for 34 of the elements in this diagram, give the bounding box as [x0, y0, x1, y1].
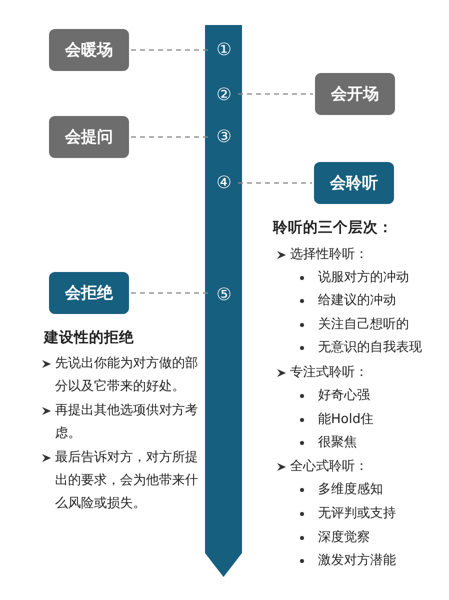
- dashed-connector: [131, 49, 210, 51]
- list-item: 全心式聆听：: [290, 458, 368, 476]
- step-number: ④: [212, 173, 236, 193]
- dashed-connector: [238, 93, 313, 95]
- dashed-connector: [238, 182, 312, 184]
- list-item: 能Hold住: [318, 411, 374, 429]
- step-number: ③: [212, 127, 236, 147]
- list-item: 无评判或支持: [318, 505, 396, 523]
- dashed-connector: [131, 136, 210, 138]
- dashed-connector: [131, 292, 210, 294]
- list-item: 说服对方的冲动: [318, 269, 409, 287]
- step-number: ①: [212, 40, 236, 60]
- section-heading: 聆听的三个层次：: [273, 218, 393, 238]
- list-item: 好奇心强: [318, 387, 370, 405]
- list-item: 多维度感知: [318, 481, 383, 499]
- list-item: 关注自己想听的: [318, 316, 409, 334]
- list-item: 很聚焦: [318, 434, 357, 452]
- skill-box: 会暖场: [49, 29, 129, 71]
- section-heading: 建设性的拒绝: [44, 328, 134, 348]
- list-item: 专注式聆听：: [290, 364, 368, 382]
- list-item: 最后告诉对方，对方所提出的要求，会为他带来什么风险或损失。: [55, 449, 199, 513]
- list-item: 再提出其他选项供对方考虑。: [55, 402, 199, 443]
- step-number: ②: [212, 85, 236, 105]
- list-item: 给建议的冲动: [318, 292, 396, 310]
- list-item: 选择性聆听：: [290, 246, 368, 264]
- skill-box: 会拒绝: [49, 272, 129, 314]
- list-item: 无意识的自我表现: [318, 339, 422, 357]
- list-item: 先说出你能为对方做的部分以及它带来的好处。: [55, 355, 199, 396]
- list-item: 深度觉察: [318, 529, 370, 547]
- skill-box: 会提问: [49, 116, 129, 158]
- skill-box: 会开场: [315, 73, 395, 115]
- list-item: 激发对方潜能: [318, 552, 396, 570]
- skill-box: 会聆听: [314, 162, 394, 204]
- step-number: ⑤: [212, 285, 236, 305]
